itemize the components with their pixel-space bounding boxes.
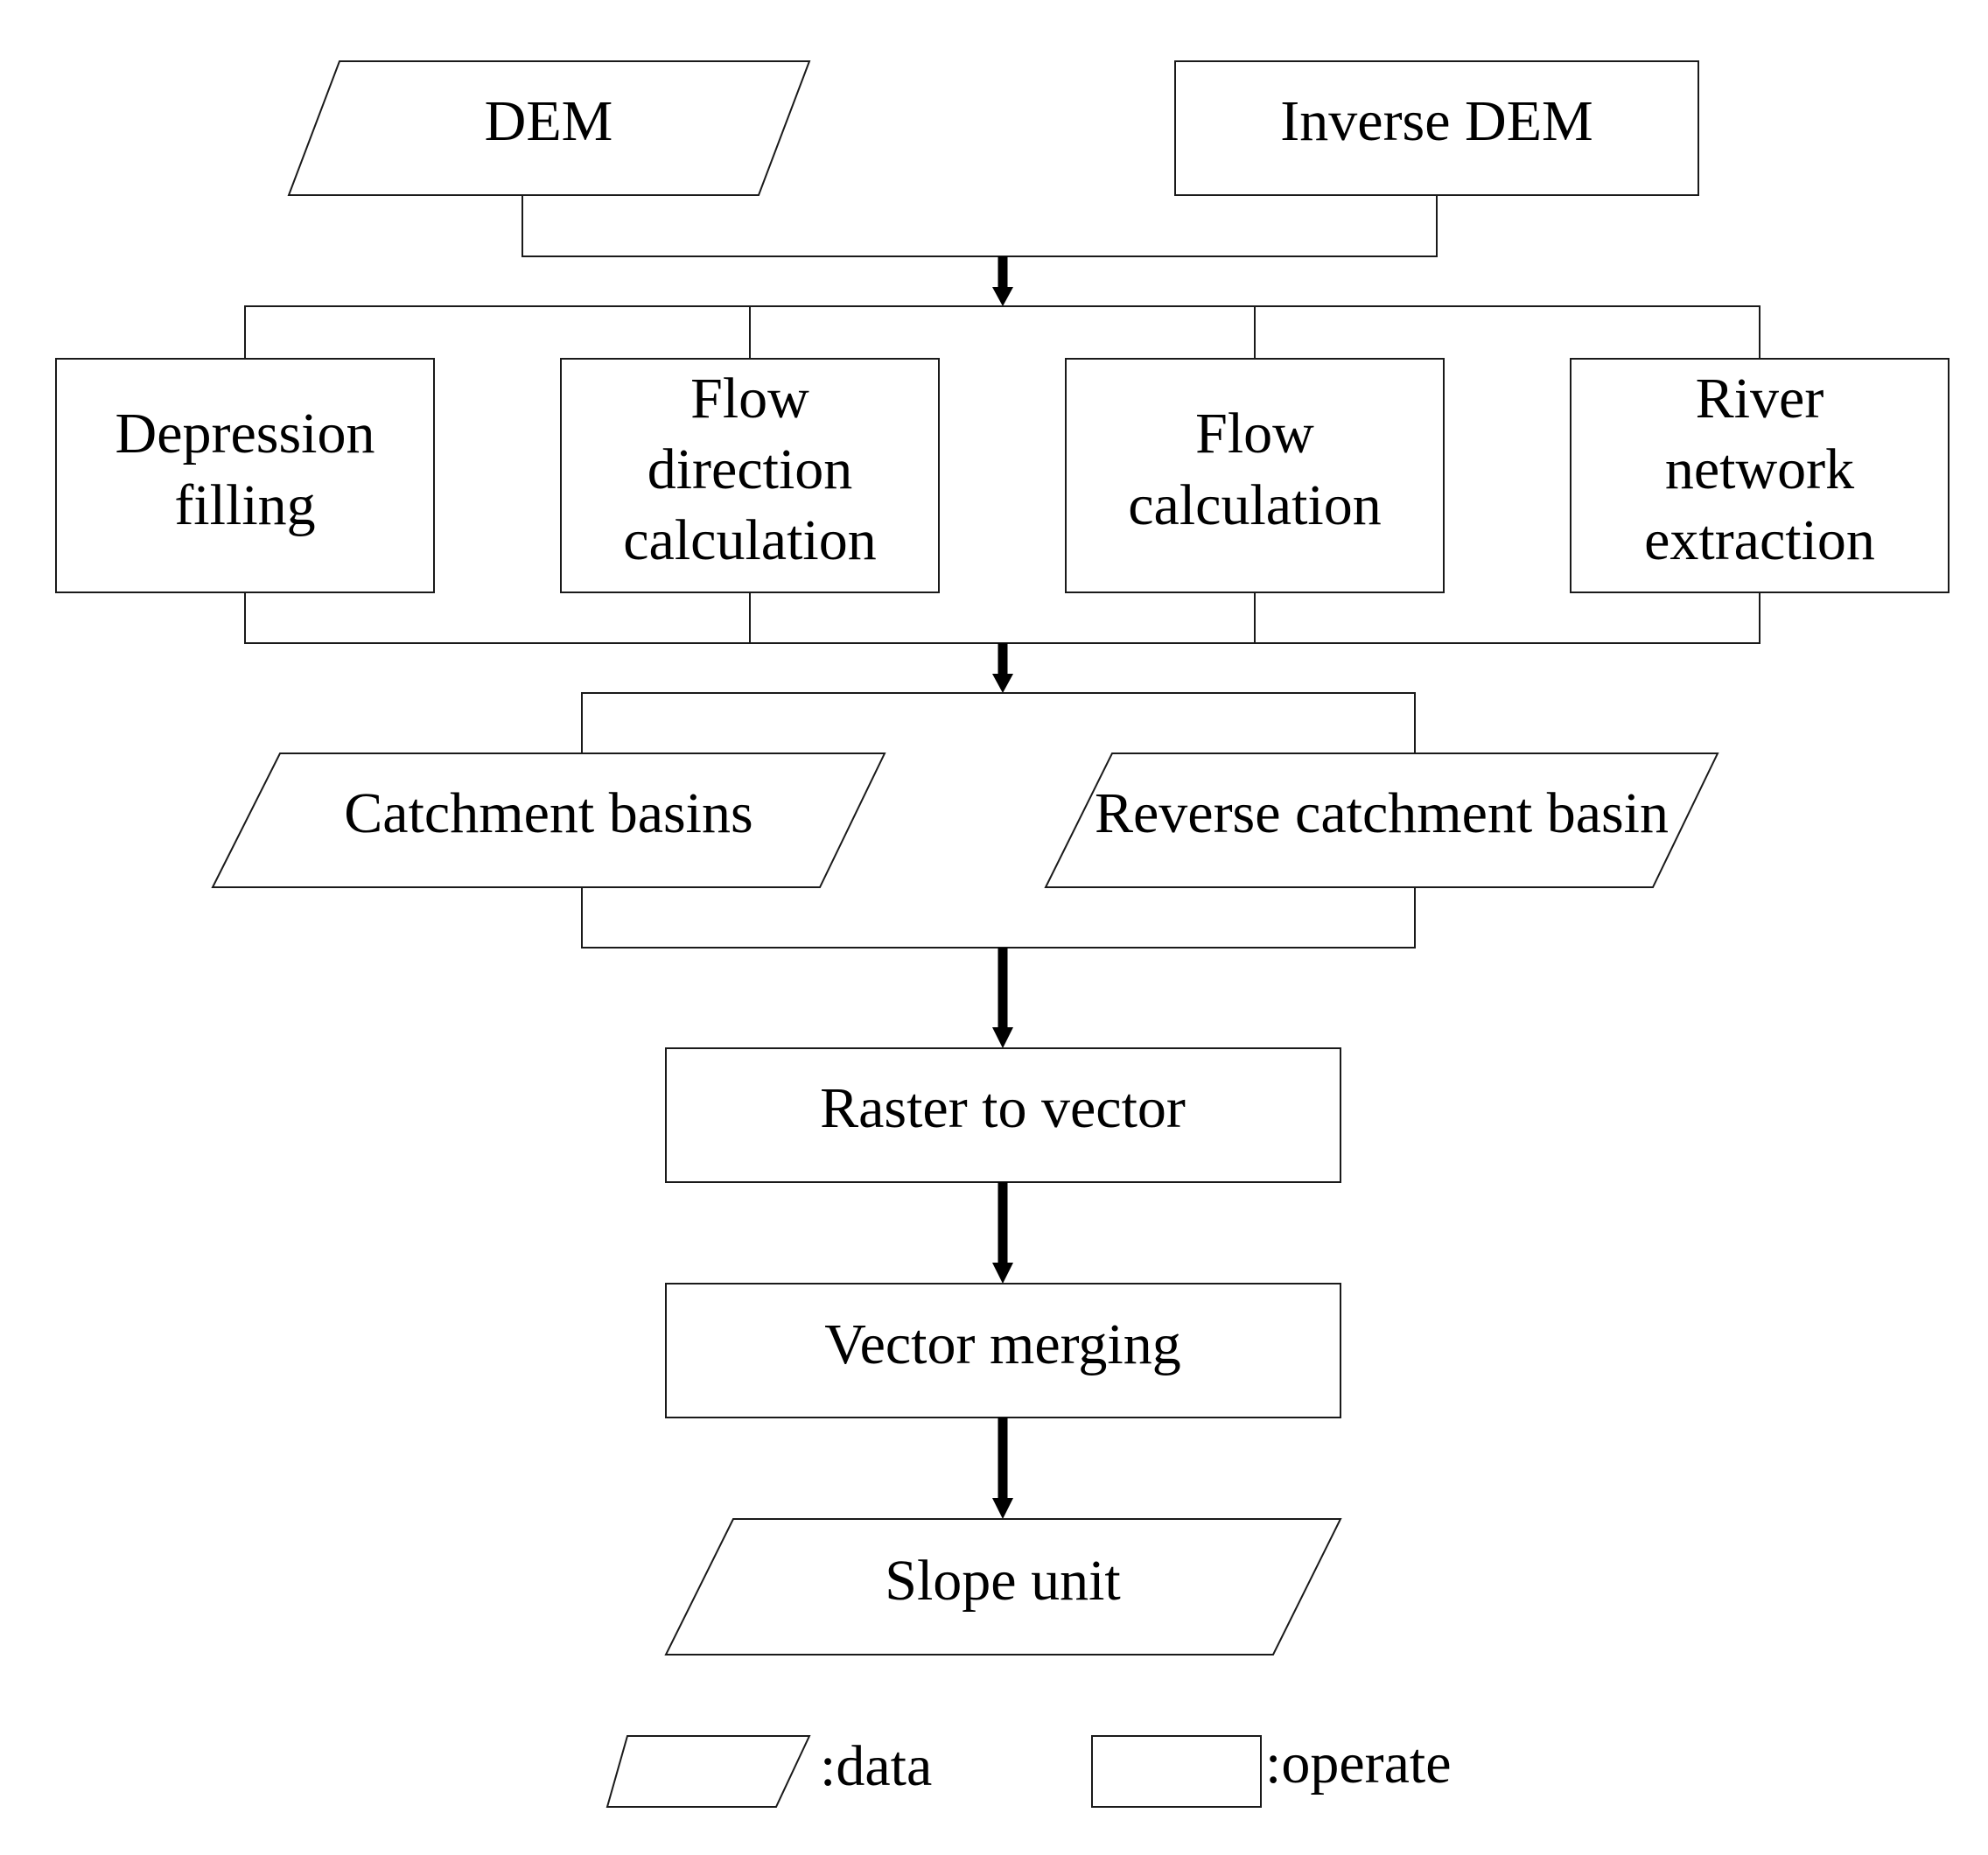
legend-data-label: :data bbox=[820, 1734, 932, 1798]
depression-filling-line-1: Depression bbox=[116, 402, 375, 466]
river-network-line-1: River bbox=[1696, 367, 1824, 430]
flow-direction-line-2: direction bbox=[648, 438, 853, 501]
catchment-basins-node: Catchment basins bbox=[211, 752, 886, 888]
river-network-node: River network extraction bbox=[1570, 358, 1950, 593]
raster-to-vector-label: Raster to vector bbox=[820, 1076, 1186, 1140]
merging-to-slope-arrow bbox=[992, 1418, 1013, 1519]
flow-calculation-node: Flow calculation bbox=[1065, 358, 1445, 593]
input-merge-connector bbox=[522, 195, 1438, 306]
legend-rectangle-icon bbox=[1091, 1735, 1262, 1808]
flow-direction-line-1: Flow bbox=[690, 367, 809, 430]
legend-parallelogram-icon bbox=[606, 1735, 811, 1808]
legend-operate-item: :operate bbox=[1091, 1732, 1452, 1808]
legend-data-item: :data bbox=[606, 1734, 932, 1808]
legend-operate-label: :operate bbox=[1265, 1732, 1452, 1796]
slope-unit-node: Slope unit bbox=[664, 1518, 1342, 1656]
slope-unit-label: Slope unit bbox=[885, 1549, 1121, 1613]
vector-merging-node: Vector merging bbox=[665, 1283, 1341, 1418]
river-network-line-3: extraction bbox=[1644, 508, 1875, 572]
flow-calculation-line-1: Flow bbox=[1195, 402, 1314, 466]
reverse-catchment-basin-label: Reverse catchment basin bbox=[1095, 781, 1669, 845]
raster-to-merging-arrow bbox=[992, 1182, 1013, 1284]
inverse-dem-label: Inverse DEM bbox=[1280, 89, 1592, 153]
inverse-dem-node: Inverse DEM bbox=[1174, 60, 1699, 196]
flow-direction-line-3: calculation bbox=[623, 508, 877, 572]
operation-merge-connector bbox=[244, 592, 1760, 693]
catchment-basins-label: Catchment basins bbox=[344, 781, 752, 845]
legend: :data :operate bbox=[606, 1732, 1452, 1808]
operation-split-connector bbox=[244, 305, 1760, 359]
river-network-line-2: network bbox=[1665, 438, 1854, 501]
raster-to-vector-node: Raster to vector bbox=[665, 1047, 1341, 1183]
vector-merging-label: Vector merging bbox=[824, 1312, 1181, 1376]
basin-merge-connector bbox=[581, 887, 1416, 1048]
dem-node: DEM bbox=[287, 60, 811, 196]
depression-filling-node: Depression filling bbox=[55, 358, 435, 593]
flow-direction-node: Flow direction calculation bbox=[560, 358, 940, 593]
flow-calculation-line-2: calculation bbox=[1128, 473, 1382, 537]
dem-label: DEM bbox=[485, 89, 613, 153]
basin-split-connector bbox=[581, 692, 1416, 753]
depression-filling-line-2: filling bbox=[174, 473, 315, 537]
reverse-catchment-basin-node: Reverse catchment basin bbox=[1044, 752, 1719, 888]
